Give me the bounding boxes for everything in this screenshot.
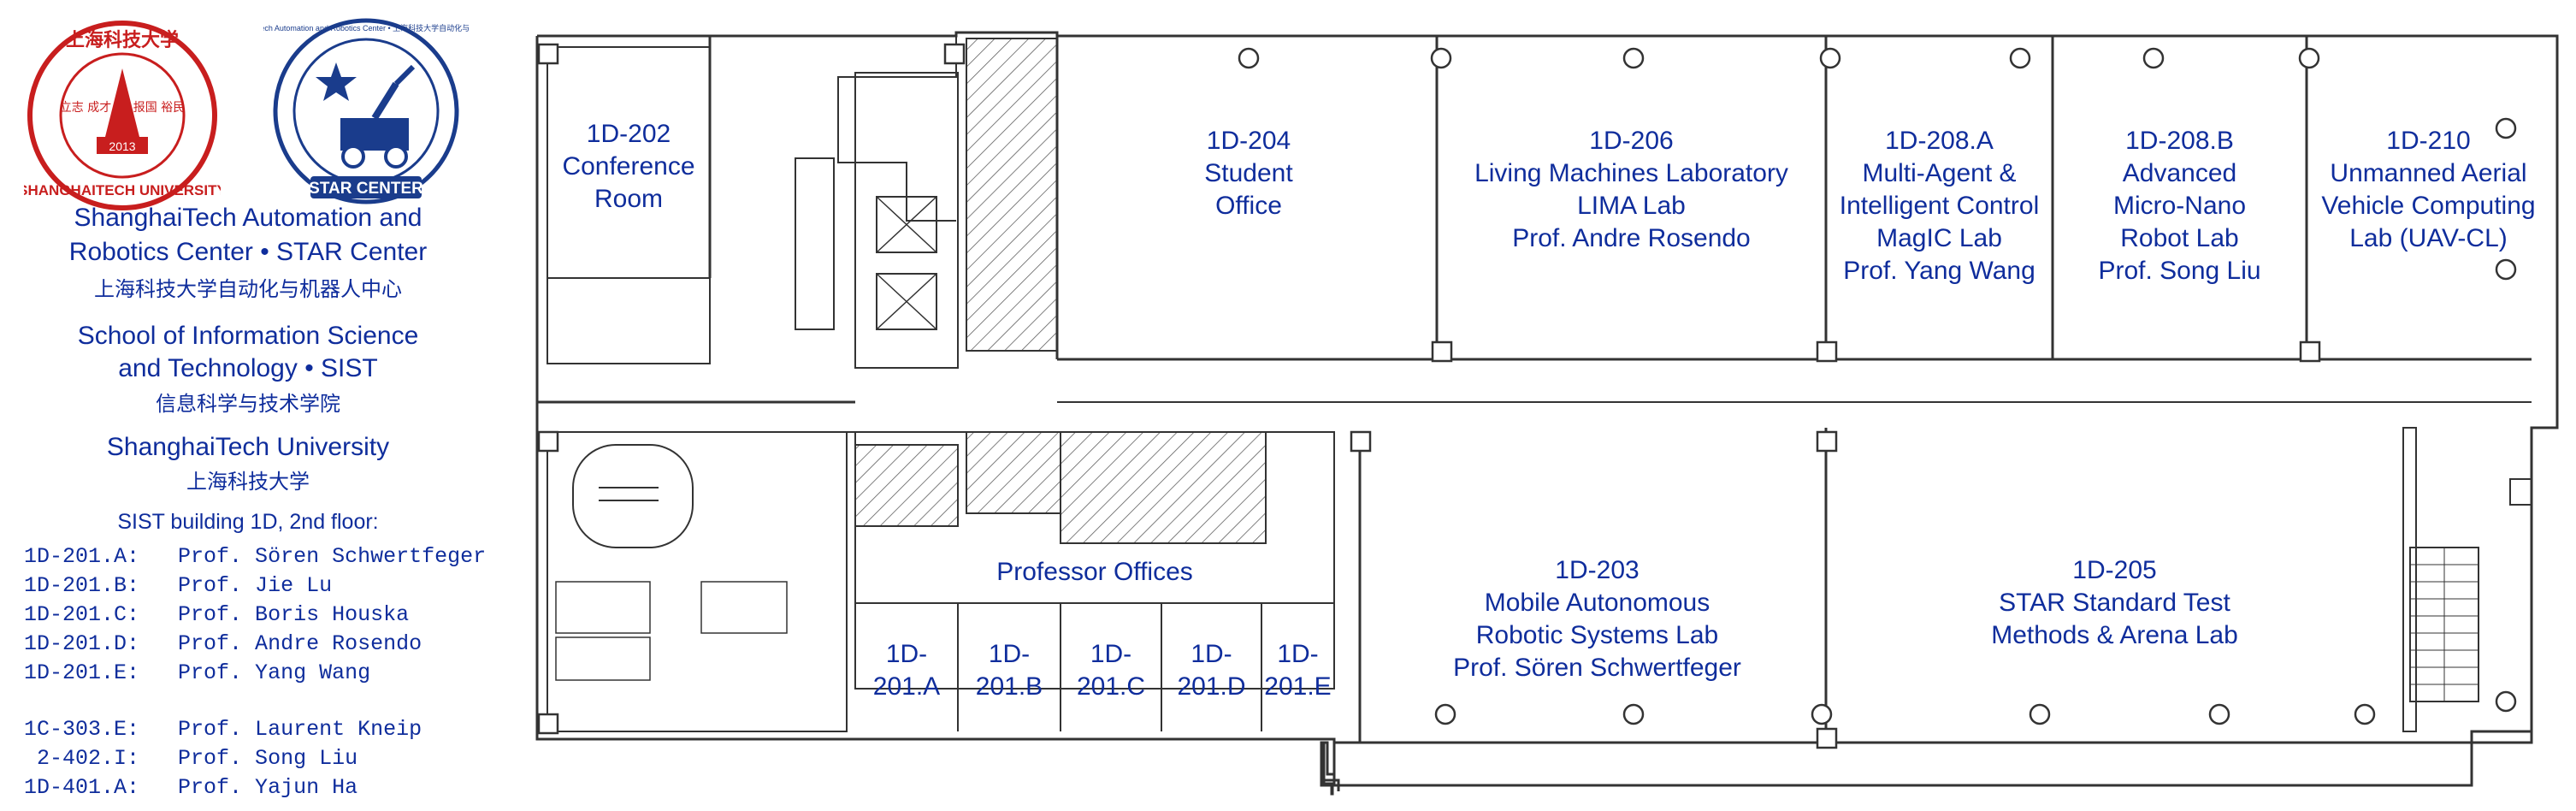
school-name-line2: and Technology • SIST: [118, 354, 378, 382]
shanghaitech-logo-motto-left: 立志 成才: [60, 101, 111, 115]
university-name-chinese: 上海科技大学: [186, 470, 310, 494]
star-logo-name: STAR CENTER: [309, 180, 423, 198]
building-floor-caption: SIST building 1D, 2nd floor:: [117, 510, 379, 534]
room-label-1d-201c: 1D-201.C: [1076, 640, 1146, 701]
room-label-1d-201e: 1D-201.E: [1264, 640, 1332, 701]
room-label-1d-201a: 1D-201.A: [872, 640, 941, 701]
directory-row: 1D-201.E: Prof. Yang Wang: [24, 660, 371, 685]
north-wall: [837, 36, 957, 222]
room-label-1d-201d: 1D-201.D: [1177, 640, 1246, 701]
center-name-line2: Robotics Center • STAR Center: [68, 238, 428, 266]
shanghaitech-logo-motto-right: 报国 裕民: [133, 101, 185, 115]
room-label-1d-201b: 1D-201.B: [975, 640, 1043, 701]
university-name: ShanghaiTech University: [106, 433, 390, 461]
professor-offices-label: Professor Offices: [996, 558, 1193, 586]
shanghaitech-logo-chinese: 上海科技大学: [66, 29, 179, 51]
school-name-line1: School of Information Science: [77, 322, 419, 350]
center-name-line1: ShanghaiTech Automation and: [74, 204, 422, 232]
directory-row: 1D-201.A: Prof. Sören Schwertfeger: [24, 544, 487, 569]
shanghaitech-logo-year: 2013: [109, 139, 135, 153]
star-center-logo: ShanghaiTech Automation and Robotics Cen…: [263, 18, 469, 204]
school-name-chinese: 信息科学与技术学院: [156, 392, 340, 416]
directory-row: 1C-303.E: Prof. Laurent Kneip: [24, 717, 422, 742]
directory-row: 1D-201.D: Prof. Andre Rosendo: [24, 631, 422, 656]
shanghaitech-logo: SHANGHAITECH UNIVERSITY 上海科技大学 2013 立志 成…: [24, 21, 221, 210]
directory-row: 2-402.I: Prof. Song Liu: [24, 746, 358, 771]
directory-row: 1D-201.C: Prof. Boris Houska: [24, 602, 410, 627]
building-outline: [537, 31, 2559, 796]
directory-row: 1D-401.A: Prof. Yajun Ha: [24, 775, 358, 800]
shanghaitech-logo-ring-text: SHANGHAITECH UNIVERSITY: [24, 182, 221, 198]
center-name-chinese: 上海科技大学自动化与机器人中心: [94, 277, 402, 301]
star-logo-ring-text: ShanghaiTech Automation and Robotics Cen…: [263, 23, 469, 33]
directory-row: 1D-201.B: Prof. Jie Lu: [24, 573, 333, 598]
